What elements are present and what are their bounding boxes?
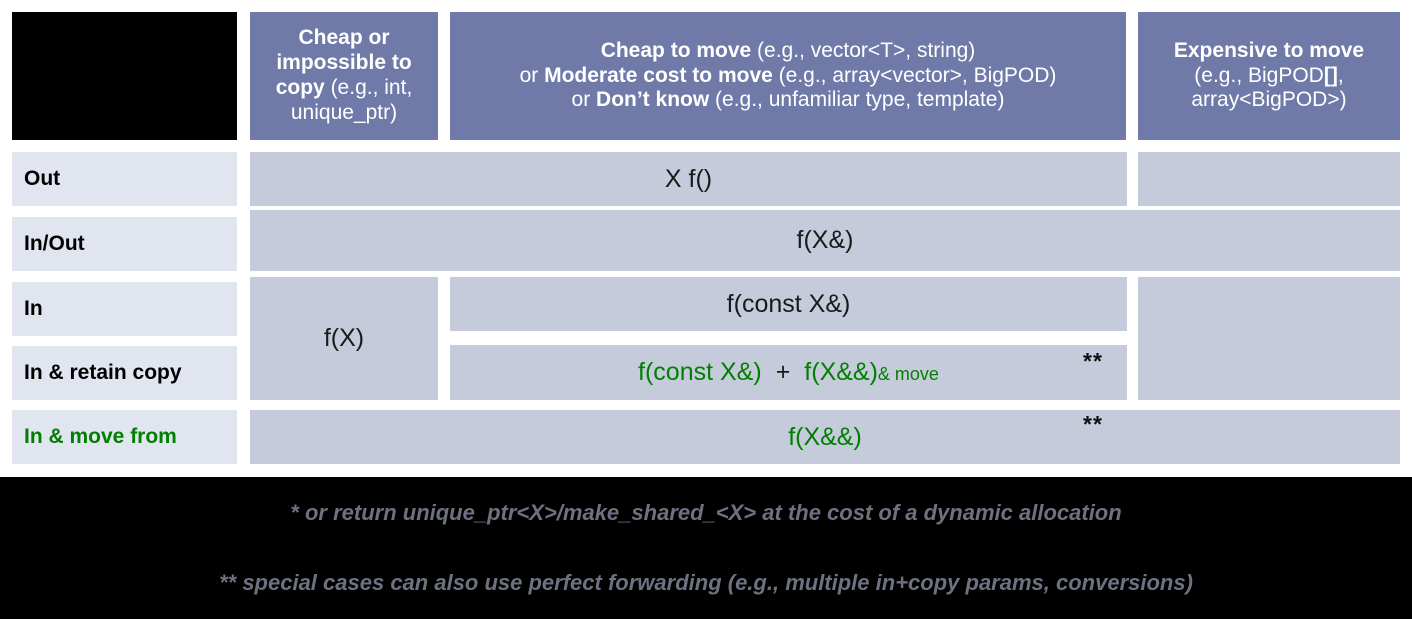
col-head-line1: Cheap or bbox=[298, 26, 390, 50]
col-head-line3-bold: copy bbox=[275, 76, 325, 99]
footnote-double-star: ** special cases can also use perfect fo… bbox=[0, 570, 1412, 596]
row-label-in-out-text: In/Out bbox=[24, 232, 85, 255]
em-line3: array<BigPOD>) bbox=[1191, 88, 1347, 112]
cell-in-expensive-move bbox=[1138, 277, 1400, 400]
row-label-in-move-from-text: In & move from bbox=[24, 425, 177, 448]
row-label-in-retain-copy: In & retain copy bbox=[12, 346, 237, 400]
cm-line3-rest: (e.g., unfamiliar type, template) bbox=[709, 88, 1005, 112]
cm-line3-pre: or bbox=[571, 88, 597, 112]
em-line1-bold: Expensive to move bbox=[1173, 38, 1365, 62]
cell-in-cheap-move-text: f(const X&) bbox=[726, 289, 851, 318]
cell-retain-part1: f(const X&) bbox=[638, 358, 762, 386]
cell-retain-plus: + bbox=[775, 358, 791, 386]
double-asterisk-retain-text: ** bbox=[1083, 348, 1103, 374]
double-asterisk-marker-retain-copy: ** bbox=[1083, 350, 1103, 373]
footnote-single-star-text: * or return unique_ptr<X>/make_shared_<X… bbox=[290, 500, 1122, 525]
footnote-double-star-text: ** special cases can also use perfect fo… bbox=[219, 570, 1193, 595]
cm-line2-bold: Moderate cost to move bbox=[544, 63, 773, 87]
row-label-out-text: Out bbox=[24, 167, 61, 190]
row-label-out: Out bbox=[12, 152, 237, 206]
cell-out-cheap-move: X f() bbox=[250, 152, 1127, 206]
cell-in-cheap-move: f(const X&) bbox=[450, 277, 1127, 331]
cm-line1-bold: Cheap to move bbox=[600, 38, 752, 62]
cell-in-retain-copy-cheap-move: f(const X&) + f(X&&) & move bbox=[450, 345, 1127, 400]
row-label-in-move-from: In & move from bbox=[12, 410, 237, 464]
double-asterisk-move-text: ** bbox=[1083, 411, 1103, 437]
cell-retain-part3: & move bbox=[877, 364, 939, 384]
em-line2-pre: (e.g., BigPOD bbox=[1194, 63, 1324, 87]
em-line2-post: , bbox=[1337, 63, 1344, 87]
cell-in-move-from-text: f(X&&) bbox=[788, 422, 862, 451]
column-header-expensive-move: Expensive to move (e.g., BigPOD[], array… bbox=[1138, 12, 1400, 140]
cell-in-out-text: f(X&) bbox=[796, 226, 854, 254]
row-label-in-text: In bbox=[24, 297, 43, 320]
cell-out-cheap-move-text: X f() bbox=[664, 164, 713, 193]
col-head-line3-rest: (e.g., int, bbox=[324, 76, 413, 99]
cell-retain-part2: f(X&&) bbox=[804, 358, 878, 386]
cell-in-cheap-copy-text: f(X) bbox=[323, 324, 365, 352]
row-label-in-retain-copy-text: In & retain copy bbox=[24, 361, 182, 384]
footnote-single-star: * or return unique_ptr<X>/make_shared_<X… bbox=[0, 500, 1412, 526]
cell-in-move-from-spanning: f(X&&) bbox=[250, 410, 1400, 464]
cm-line3-bold: Don’t know bbox=[596, 88, 710, 112]
cell-in-cheap-copy: f(X) bbox=[250, 277, 438, 400]
cell-in-out-spanning: f(X&) bbox=[250, 210, 1400, 271]
cm-line2-rest: (e.g., array<vector>, BigPOD) bbox=[772, 63, 1057, 87]
double-asterisk-marker-move-from: ** bbox=[1083, 413, 1103, 436]
col-head-line4: unique_ptr) bbox=[290, 100, 398, 124]
row-label-in: In bbox=[12, 282, 237, 336]
em-line2-bold: [] bbox=[1323, 63, 1338, 87]
column-header-cheap-move: Cheap to move (e.g., vector<T>, string) … bbox=[450, 12, 1126, 140]
cell-out-expensive-move bbox=[1138, 152, 1400, 206]
column-header-cheap-copy: Cheap or impossible to copy (e.g., int, … bbox=[250, 12, 438, 140]
cm-line1-rest: (e.g., vector<T>, string) bbox=[751, 38, 976, 62]
corner-block bbox=[12, 12, 237, 140]
col-head-line2: impossible to bbox=[276, 51, 412, 75]
cm-line2-pre: or bbox=[519, 63, 545, 87]
row-label-in-out: In/Out bbox=[12, 217, 237, 271]
